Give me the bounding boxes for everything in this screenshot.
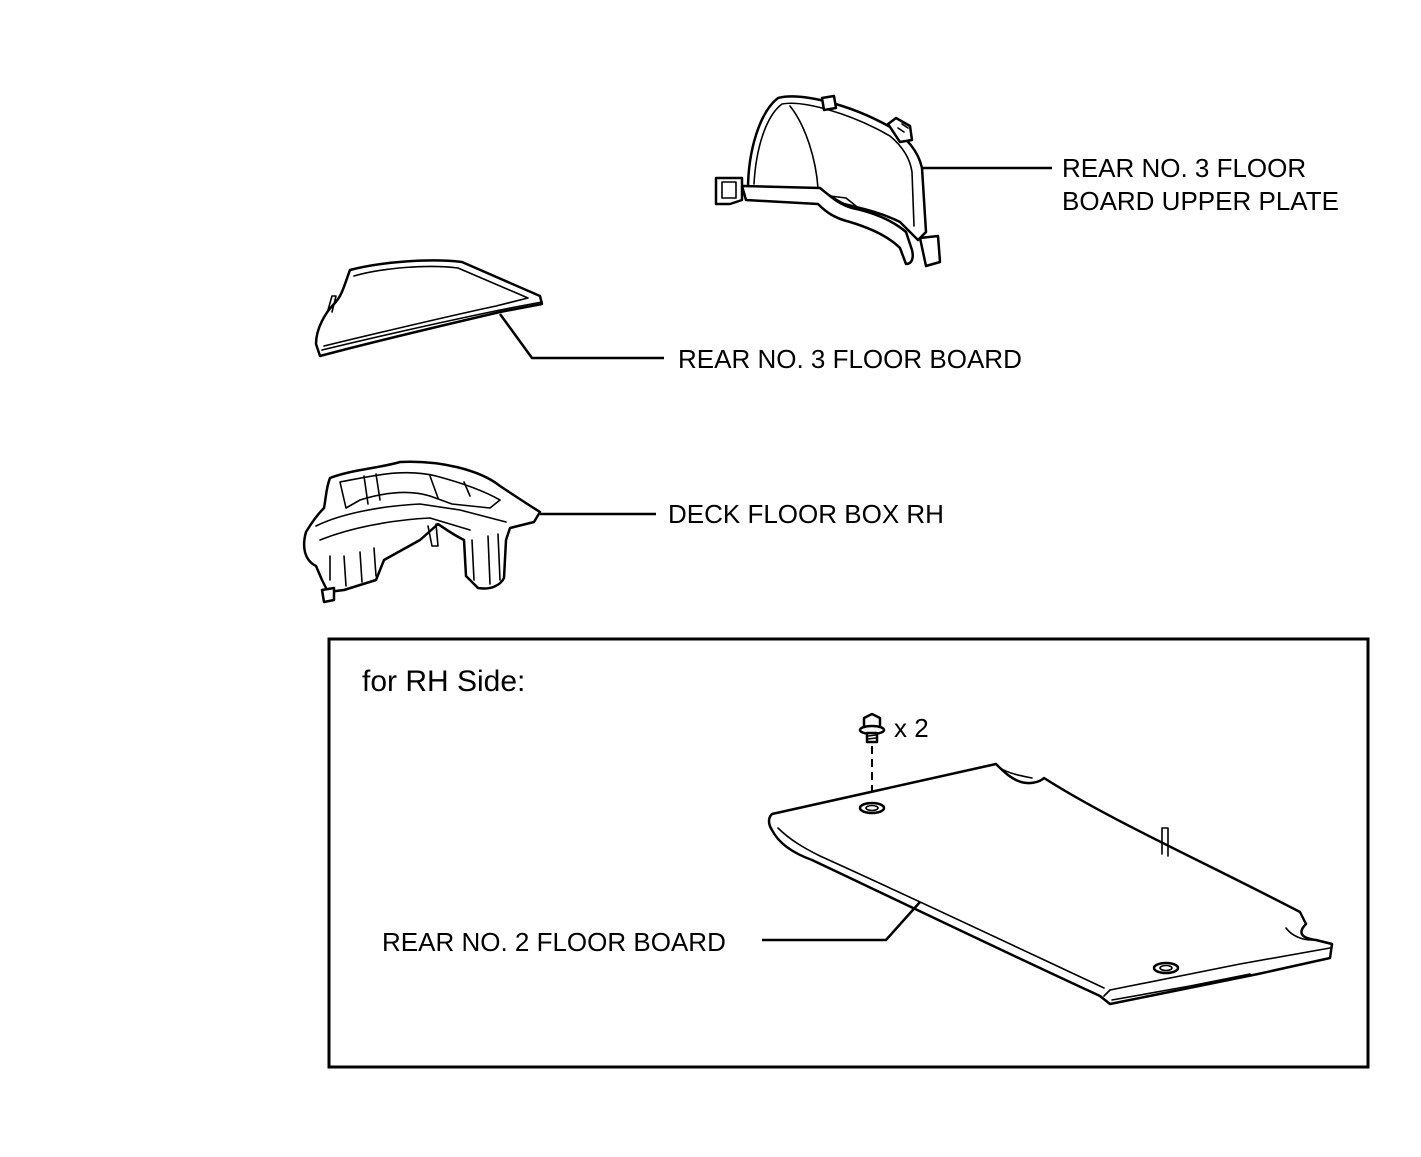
rh-side-inset-frame	[327, 637, 1370, 1069]
bolt-count-label: x 2	[894, 713, 929, 743]
floor-board-2-label: REAR NO. 2 FLOOR BOARD	[382, 927, 726, 957]
bolt-icon	[858, 712, 886, 744]
upper-plate-label-line2: BOARD UPPER PLATE	[1062, 186, 1339, 216]
floor-board-3-part	[314, 259, 544, 358]
deck-floor-box-part	[302, 460, 542, 604]
upper-plate-label-line1: REAR NO. 3 FLOOR	[1062, 153, 1306, 183]
deck-floor-box-label: DECK FLOOR BOX RH	[668, 499, 944, 529]
floor-board-2-part	[767, 762, 1334, 1006]
upper-plate-part	[714, 94, 942, 268]
floor-board-3-leader	[498, 313, 664, 360]
inset-title: for RH Side:	[362, 665, 525, 698]
floor-board-3-label: REAR NO. 3 FLOOR BOARD	[678, 344, 1022, 374]
floor-board-2-leader	[762, 901, 921, 942]
